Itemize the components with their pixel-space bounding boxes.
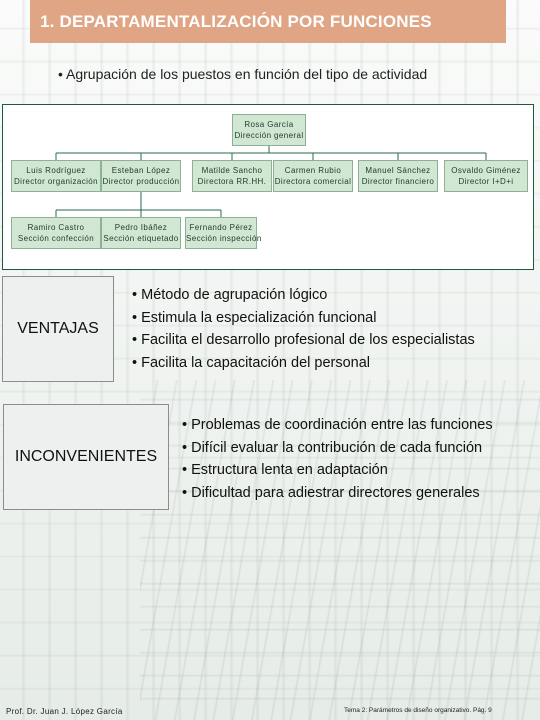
org-node-name: Osvaldo Giménez — [451, 166, 521, 175]
ventajas-list: Método de agrupación lógico Estimula la … — [132, 284, 475, 374]
list-item: Facilita la capacitación del personal — [132, 352, 475, 375]
org-node-name: Carmen Rubio — [284, 166, 342, 175]
org-node-director-3: Matilde Sancho Directora RR.HH. — [192, 160, 272, 192]
org-node-name: Esteban López — [111, 166, 171, 175]
org-node-role: Directora comercial — [274, 177, 352, 186]
org-node-root: Rosa García Dirección general — [232, 114, 306, 146]
org-node-section-3: Fernando Pérez Sección inspección — [185, 217, 262, 249]
org-node-director-6: Osvaldo Giménez Director I+D+i — [444, 160, 528, 192]
org-node-name: Ramiro Castro — [27, 223, 85, 232]
org-node-name: Manuel Sánchez — [365, 166, 431, 175]
footer-page: Tema 2: Parámetros de diseño organizativ… — [344, 707, 492, 714]
list-item: Problemas de coordinación entre las func… — [182, 414, 492, 437]
org-node-name: Fernando Pérez — [189, 223, 253, 232]
inconvenientes-label: INCONVENIENTES — [3, 404, 169, 510]
org-node-role: Director I+D+i — [458, 177, 514, 186]
org-node-name: Luis Rodríguez — [26, 166, 86, 175]
org-node-name: Rosa García — [244, 120, 294, 129]
org-node-role: Sección etiquetado — [103, 234, 179, 243]
org-node-name: Matilde Sancho — [201, 166, 263, 175]
list-item: Difícil evaluar la contribución de cada … — [182, 437, 493, 460]
list-item: Método de agrupación lógico — [132, 284, 475, 307]
org-chart: Rosa García Dirección general Luis Rodrí… — [2, 104, 534, 270]
org-node-role: Director financiero — [361, 177, 435, 186]
org-node-role: Directora RR.HH. — [197, 177, 267, 186]
org-node-role: Dirección general — [234, 131, 304, 140]
org-node-section-2: Pedro Ibáñez Sección etiquetado — [101, 217, 181, 249]
org-node-role: Director organización — [14, 177, 98, 186]
org-node-role: Sección inspección — [186, 234, 262, 243]
ventajas-label: VENTAJAS — [2, 276, 114, 382]
org-node-director-4: Carmen Rubio Directora comercial — [273, 160, 353, 192]
inconvenientes-list: Problemas de coordinación entre las func… — [182, 414, 493, 505]
list-item: Estructura lenta en adaptación — [182, 459, 493, 482]
footer-author: Prof. Dr. Juan J. López García — [6, 707, 123, 716]
org-node-director-5: Manuel Sánchez Director financiero — [358, 160, 438, 192]
org-node-director-2: Esteban López Director producción — [101, 160, 181, 192]
list-item: Estimula la especialización funcional — [132, 307, 475, 330]
list-item: Dificultad para adiestrar directores gen… — [182, 482, 493, 505]
org-node-role: Sección confección — [17, 234, 95, 243]
org-chart-connectors — [55, 146, 487, 217]
org-node-role: Director producción — [102, 177, 180, 186]
page-title: 1. DEPARTAMENTALIZACIÓN POR FUNCIONES — [30, 0, 506, 43]
org-node-name: Pedro Ibáñez — [114, 223, 168, 232]
org-node-section-1: Ramiro Castro Sección confección — [11, 217, 101, 249]
page-subtitle: • Agrupación de los puestos en función d… — [58, 66, 428, 82]
org-node-director-1: Luis Rodríguez Director organización — [11, 160, 101, 192]
list-item: Facilita el desarrollo profesional de lo… — [132, 329, 475, 352]
